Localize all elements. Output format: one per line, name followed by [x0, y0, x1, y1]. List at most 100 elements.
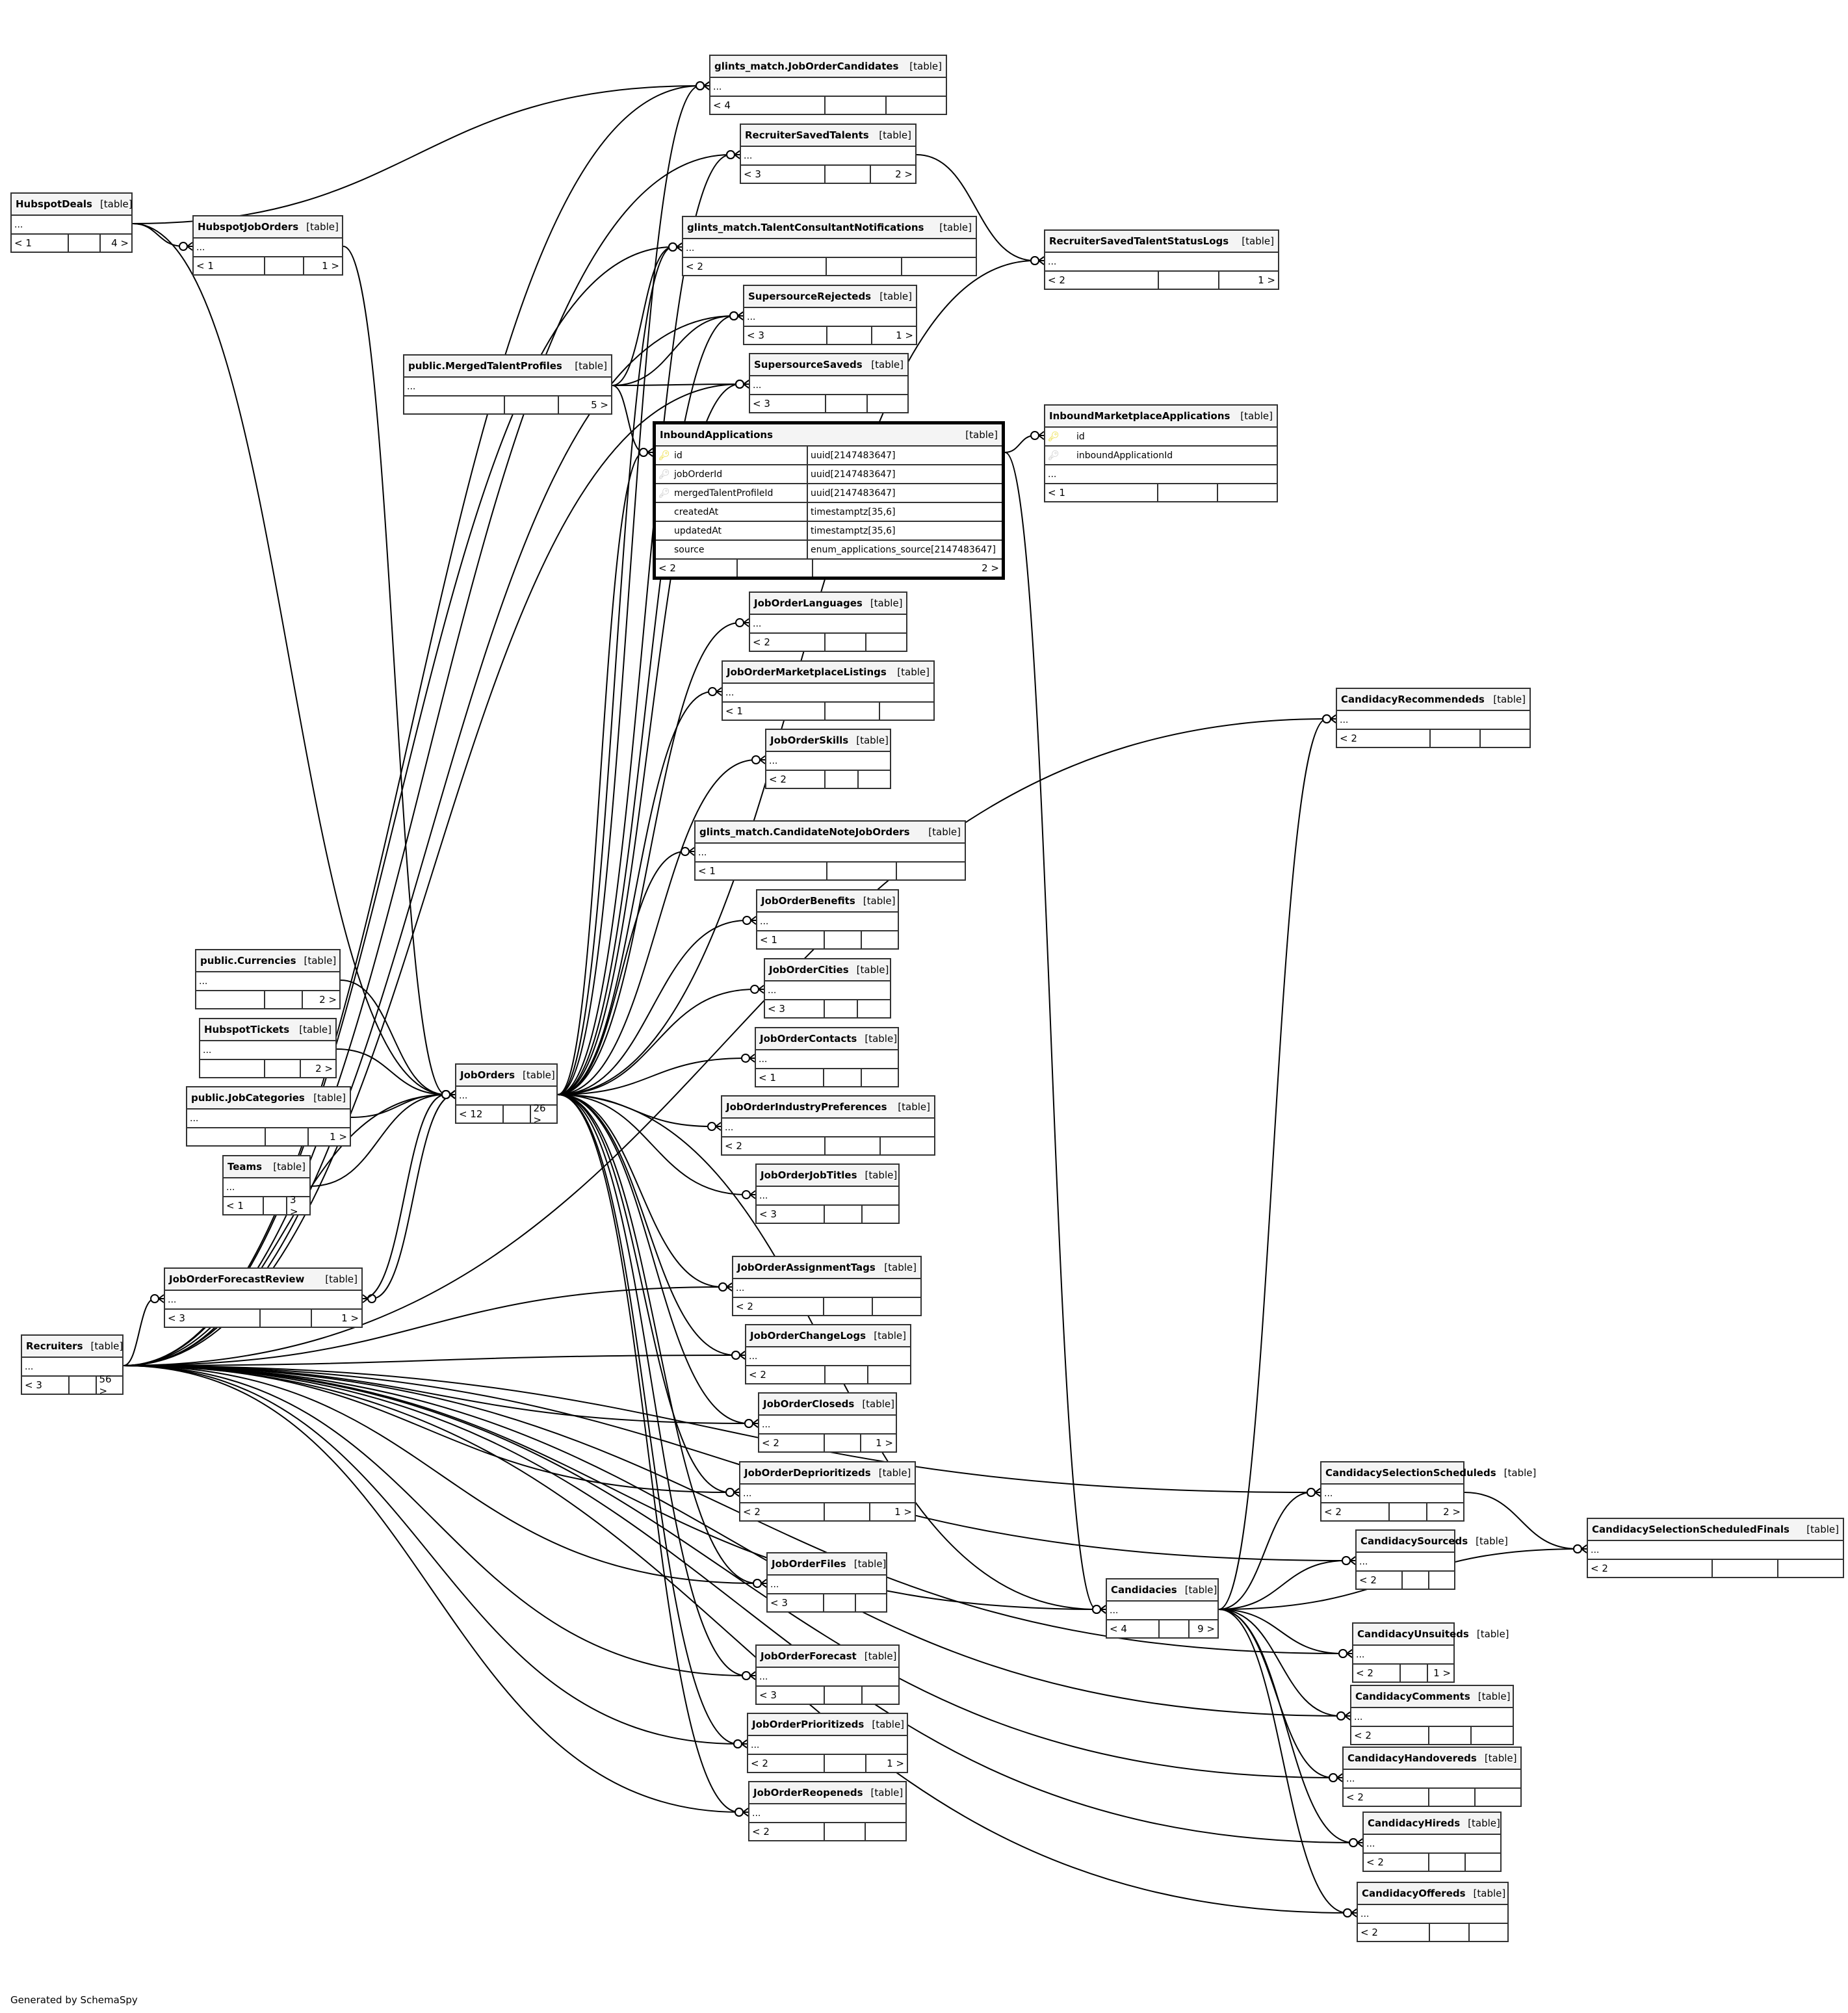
children-count[interactable]	[856, 1594, 887, 1611]
table-job-order-change-logs[interactable]: JobOrderChangeLogs[table]...< 2	[745, 1324, 911, 1384]
more-columns[interactable]: ...	[757, 913, 898, 931]
table-candidacy-comments[interactable]: CandidacyComments[table]...< 2	[1350, 1685, 1514, 1745]
more-columns[interactable]: ...	[683, 239, 976, 258]
parents-count[interactable]: < 2	[759, 1435, 825, 1451]
children-count[interactable]	[862, 1069, 898, 1086]
more-columns[interactable]: ...	[1353, 1646, 1453, 1665]
table-hubspot-tickets[interactable]: HubspotTickets[table]...2 >	[199, 1018, 337, 1078]
more-columns[interactable]: ...	[200, 1041, 335, 1060]
children-count[interactable]: 1 >	[1433, 1667, 1451, 1679]
children-count[interactable]	[897, 863, 965, 879]
parents-count[interactable]: < 4	[710, 97, 826, 114]
parents-count[interactable]: < 2	[740, 1503, 825, 1520]
children-count[interactable]: 4 >	[111, 237, 129, 249]
children-count[interactable]	[868, 395, 908, 412]
parents-count[interactable]: < 2	[1358, 1924, 1430, 1941]
table-job-order-marketplace-listings[interactable]: JobOrderMarketplaceListings[table]...< 1	[722, 660, 935, 721]
more-columns[interactable]: ...	[196, 972, 339, 991]
children-count[interactable]	[880, 703, 933, 720]
parents-count[interactable]: < 2	[722, 1137, 826, 1154]
parents-count[interactable]: < 2	[1337, 730, 1431, 747]
more-columns[interactable]: ...	[456, 1087, 556, 1106]
more-columns[interactable]: ...	[1364, 1835, 1500, 1854]
parents-count[interactable]: < 2	[749, 1823, 825, 1840]
children-count[interactable]: 1 >	[894, 1506, 912, 1518]
table-talent-consultant-notifications[interactable]: glints_match.TalentConsultantNotificatio…	[682, 216, 977, 276]
more-columns[interactable]: ...	[749, 1804, 905, 1823]
parents-count[interactable]	[187, 1128, 266, 1145]
children-count[interactable]: 1 >	[876, 1437, 893, 1449]
more-columns[interactable]: ...	[757, 1668, 898, 1687]
children-count[interactable]: 2 >	[319, 994, 337, 1006]
more-columns[interactable]: ...	[766, 752, 890, 771]
parents-count[interactable]: < 3	[750, 395, 826, 412]
parents-count[interactable]: < 2	[1321, 1503, 1390, 1520]
table-candidacy-hireds[interactable]: CandidacyHireds[table]...< 2	[1362, 1812, 1502, 1872]
parents-count[interactable]: < 1	[723, 703, 826, 720]
parents-count[interactable]	[196, 991, 265, 1008]
table-candidacy-sourceds[interactable]: CandidacySourceds[table]...< 2	[1355, 1529, 1508, 1590]
parents-count[interactable]: < 2	[766, 771, 826, 788]
children-count[interactable]	[1472, 1727, 1513, 1744]
table-job-order-assignment-tags[interactable]: JobOrderAssignmentTags[table]...< 2	[732, 1256, 922, 1316]
children-count[interactable]: 2 >	[1443, 1506, 1461, 1518]
children-count[interactable]: 2 >	[982, 562, 999, 574]
parents-count[interactable]: < 1	[756, 1069, 824, 1086]
more-columns[interactable]: ...	[750, 615, 906, 634]
table-candidate-note-job-orders[interactable]: glints_match.CandidateNoteJobOrders[tabl…	[694, 820, 966, 881]
more-columns[interactable]: ...	[1107, 1602, 1217, 1620]
children-count[interactable]: 1 >	[887, 1758, 904, 1769]
more-columns[interactable]: ...	[22, 1358, 122, 1377]
table-job-order-benefits[interactable]: JobOrderBenefits[table]...< 1	[756, 889, 899, 950]
table-job-order-forecast[interactable]: JobOrderForecast[table]...< 3	[755, 1644, 900, 1705]
more-columns[interactable]: ...	[1588, 1541, 1843, 1560]
children-count[interactable]: 26 >	[533, 1102, 546, 1126]
more-columns[interactable]: ...	[722, 1119, 934, 1137]
parents-count[interactable]: < 2	[746, 1366, 826, 1383]
children-count[interactable]	[1481, 730, 1529, 747]
children-count[interactable]: 56 >	[99, 1373, 112, 1397]
more-columns[interactable]: ...	[748, 1736, 907, 1755]
children-count[interactable]	[862, 931, 898, 948]
more-columns[interactable]: ...	[768, 1576, 886, 1594]
parents-count[interactable]: < 2	[750, 634, 826, 651]
children-count[interactable]	[863, 1206, 899, 1223]
table-job-order-languages[interactable]: JobOrderLanguages[table]...< 2	[749, 591, 907, 652]
table-inbound-marketplace-applications[interactable]: InboundMarketplaceApplications [table] 🔑…	[1044, 404, 1278, 502]
more-columns[interactable]: ...	[404, 378, 611, 396]
children-count[interactable]: 1 >	[322, 260, 339, 272]
table-job-order-candidates[interactable]: glints_match.JobOrderCandidates[table]..…	[709, 55, 947, 115]
more-columns[interactable]: ...	[765, 981, 890, 1000]
more-columns[interactable]: ...	[1045, 465, 1277, 484]
children-count[interactable]: 1 >	[341, 1312, 359, 1324]
parents-count[interactable]: < 2	[1364, 1854, 1429, 1871]
parents-count[interactable]: < 2	[1588, 1560, 1713, 1577]
parents-count[interactable]: < 3	[765, 1000, 825, 1017]
parents-count[interactable]: < 2	[1353, 1665, 1401, 1682]
table-candidacy-selection-scheduleds[interactable]: CandidacySelectionScheduleds[table]...< …	[1320, 1461, 1536, 1522]
parents-count[interactable]: < 1	[757, 931, 825, 948]
more-columns[interactable]: ...	[757, 1187, 898, 1206]
more-columns[interactable]: ...	[723, 684, 933, 703]
parents-count[interactable]: < 2	[656, 560, 738, 577]
parents-count[interactable]: < 3	[741, 166, 826, 183]
table-recruiter-saved-talent-status-logs[interactable]: RecruiterSavedTalentStatusLogs[table]...…	[1044, 229, 1279, 290]
more-columns[interactable]: ...	[224, 1178, 309, 1197]
children-count[interactable]	[866, 1823, 905, 1840]
children-count[interactable]: 9 >	[1197, 1623, 1215, 1635]
table-job-order-skills[interactable]: JobOrderSkills[table]...< 2	[765, 729, 891, 789]
parents-count[interactable]: < 1	[12, 235, 69, 252]
parents-count[interactable]: < 3	[165, 1310, 261, 1327]
more-columns[interactable]: ...	[165, 1291, 361, 1310]
children-count[interactable]	[873, 1298, 920, 1315]
more-columns[interactable]: ...	[733, 1279, 920, 1298]
children-count[interactable]	[858, 1000, 890, 1017]
parents-count[interactable]: < 2	[1344, 1789, 1429, 1806]
